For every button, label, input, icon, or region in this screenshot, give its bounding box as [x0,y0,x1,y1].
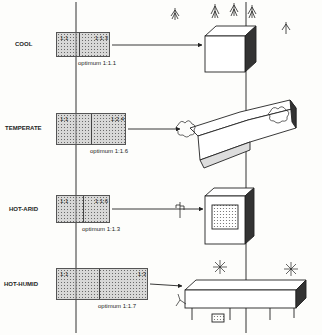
optimum-ratio: optimum 1:1.1 [77,60,117,67]
climate-label: COOL [14,41,33,47]
ratio-value: 1:1 [60,198,68,205]
optimum-divider [79,33,80,56]
temperate-building [190,100,296,168]
hot-arid-building [205,188,254,244]
optimum-ratio: optimum 1:1.7 [97,303,137,310]
climate-label: HOT-ARID [8,206,39,212]
ratio-value: 1:3 [138,271,146,278]
climate-label: HOT-HUMID [3,281,39,287]
optimum-divider [91,114,92,144]
ratio-value: 1:1.3 [95,35,108,42]
leader-arrows [112,45,203,286]
ratio-bar: 1:11:1.6optimum 1:1.3 [56,195,110,223]
cool-building [205,26,256,72]
ratio-value: 1:1 [60,35,68,42]
cloud [176,107,289,137]
hot-humid-building [185,280,306,322]
ratio-bar: 1:11:2.4optimum 1:1.6 [56,113,126,145]
ratio-value: 1:1.6 [95,198,108,205]
sun [176,260,298,306]
optimum-divider [99,269,100,299]
optimum-ratio: optimum 1:1.3 [81,226,121,233]
ratio-bar: 1:11:1.3optimum 1:1.1 [56,32,110,57]
ratio-value: 1:2.4 [111,116,124,123]
ratio-bar: 1:11:3optimum 1:1.7 [56,268,148,300]
ratio-value: 1:1 [60,116,68,123]
optimum-ratio: optimum 1:1.6 [89,148,129,155]
climate-label: TEMPERATE [4,125,43,131]
cactus [176,202,184,218]
ratio-value: 1:1 [60,271,68,278]
optimum-divider [83,196,84,222]
